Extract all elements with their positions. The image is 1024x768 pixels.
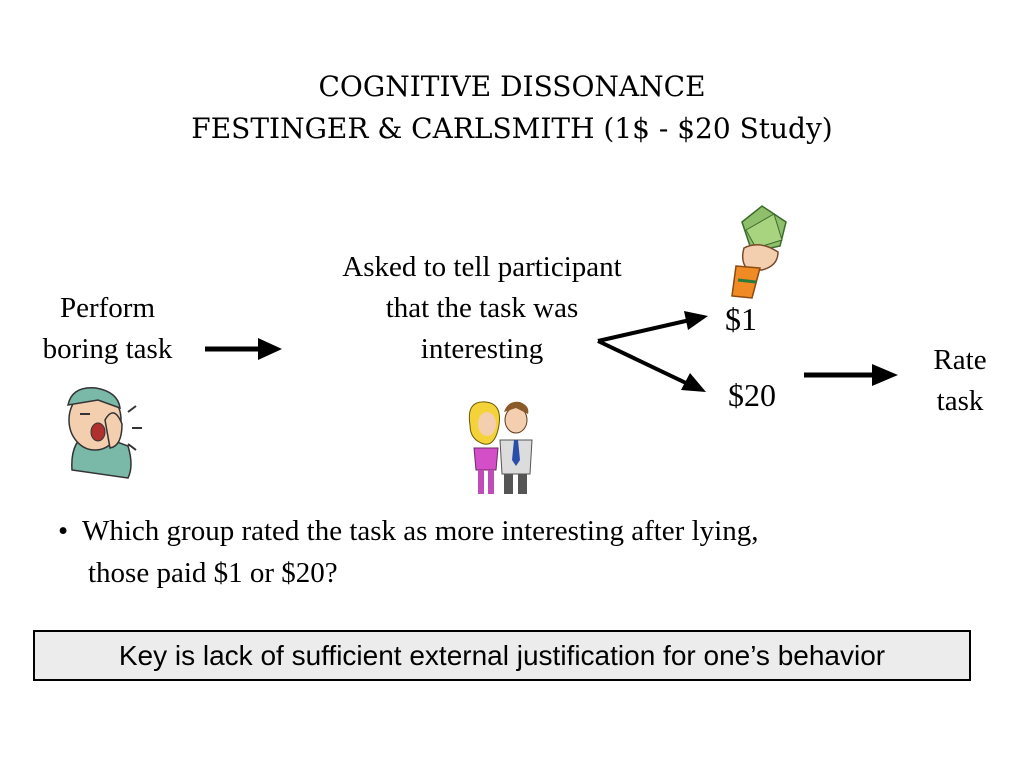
pay-low-label: $1 [725, 301, 757, 337]
rate-label: Rate task [933, 344, 987, 417]
question-line-2: those paid $1 or $20? [88, 557, 338, 589]
bullet-marker: • [58, 515, 69, 547]
key-text-box: Key is lack of sufficient external justi… [33, 630, 971, 681]
arrow-1 [205, 338, 282, 360]
yawning-man-icon [67, 387, 142, 479]
title-line-2: FESTINGER & CARLSMITH (1$ - $20 Study) [191, 112, 833, 145]
perform-label: Perform boring task [42, 292, 173, 365]
pay-high-label: $20 [728, 377, 776, 413]
couple-icon [468, 401, 533, 494]
title-line-1: COGNITIVE DISSONANCE [318, 70, 706, 103]
branch-arrow-up [597, 311, 708, 343]
arrow-to-rate [804, 364, 898, 386]
question-line-1: Which group rated the task as more inter… [82, 515, 759, 547]
branch-arrow-down [597, 339, 706, 392]
hand-money-icon [731, 205, 787, 299]
asked-label: Asked to tell participant that the task … [342, 251, 622, 365]
